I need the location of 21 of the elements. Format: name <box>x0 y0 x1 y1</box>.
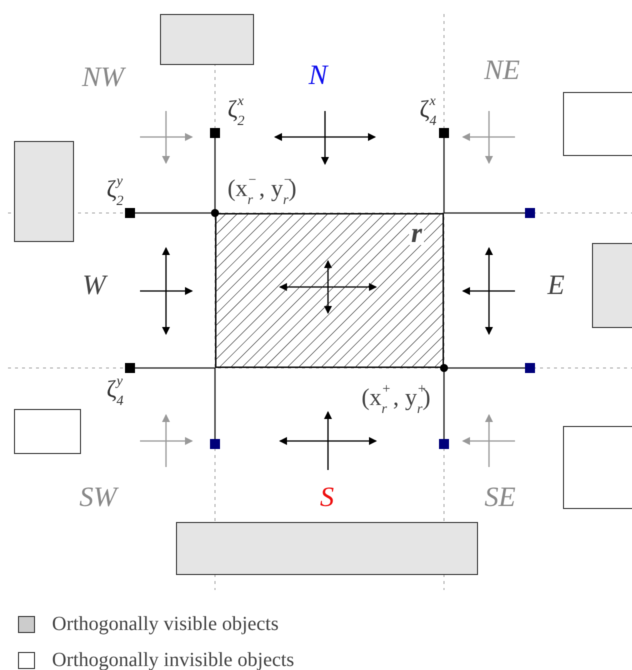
direction-label: SW <box>79 484 117 512</box>
coordinate-label: (x$^{+}$$_{r}$ , y$^{+}$$_{r}$) <box>362 383 430 417</box>
invisible-object-rect <box>563 92 632 156</box>
direction-label: S <box>320 484 334 512</box>
direction-label: E <box>547 272 565 300</box>
visible-object-rect <box>176 522 478 575</box>
visible-object-rect <box>160 14 254 65</box>
legend-text: Orthogonally invisible objects <box>52 649 294 670</box>
invisible-object-rect <box>14 409 81 454</box>
invisible-object-rect <box>563 426 632 509</box>
direction-label: SE <box>484 484 516 512</box>
direction-label: NE <box>484 57 520 85</box>
hatched-region <box>215 213 444 368</box>
direction-label: NW <box>82 64 124 92</box>
region-label: r <box>409 223 424 246</box>
direction-label: W <box>82 272 106 300</box>
visible-object-rect <box>14 141 74 242</box>
direction-label: N <box>308 62 328 90</box>
coordinate-label: (x$^{−}$$_{r}$ , y$^{−}$$_{r}$) <box>228 174 296 208</box>
legend-text: Orthogonally visible objects <box>52 613 279 636</box>
visible-object-rect <box>592 243 632 328</box>
